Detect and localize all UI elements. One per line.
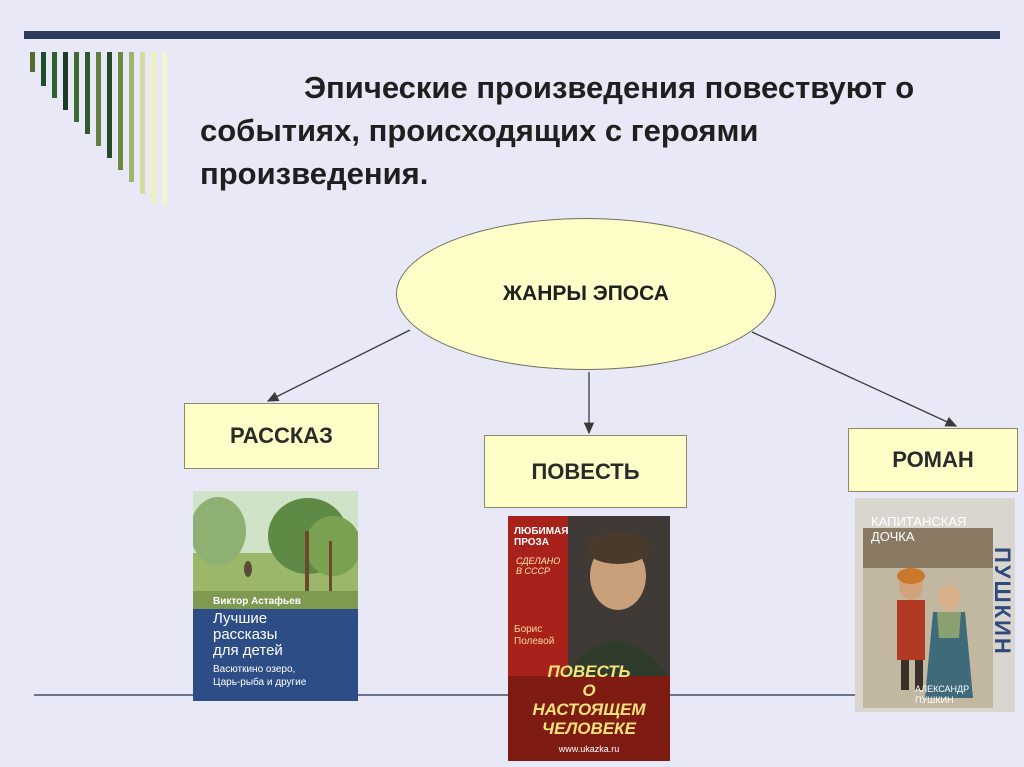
polevoy-series: ЛЮБИМАЯ ПРОЗА — [514, 526, 569, 548]
genre-box-novella: ПОВЕСТЬ — [484, 435, 687, 508]
astafiev-author: Виктор Астафьев — [213, 596, 301, 607]
center-label: ЖАНРЫ ЭПОСА — [503, 282, 669, 305]
genre-label-novella: ПОВЕСТЬ — [531, 458, 640, 484]
pushkin-author: АЛЕКСАНДР ПУШКИН — [915, 684, 970, 705]
genre-label-story: РАССКАЗ — [230, 423, 333, 448]
astafiev-subtitle: Васюткино озеро, Царь-рыба и другие — [213, 664, 307, 688]
landscape-illustration — [193, 491, 358, 609]
book-cover-pushkin: КАПИТАНСКАЯ ДОЧКА ПУШКИН АЛЕКСАНДР ПУШКИ… — [855, 498, 1015, 712]
slide-title: Эпические произведения повествуют о собы… — [200, 70, 915, 191]
arrow-to-novel — [751, 331, 958, 427]
pushkin-title: КАПИТАНСКАЯ ДОЧКА — [871, 514, 967, 544]
pushkin-illustration — [863, 528, 993, 708]
header-bar — [24, 31, 1000, 39]
polevoy-title: ПОВЕСТЬ О НАСТОЯЩЕМ ЧЕЛОВЕКЕ — [532, 662, 646, 738]
astafiev-title: Лучшие рассказы для детей — [213, 610, 283, 659]
genres-of-epic-ellipse: ЖАНРЫ ЭПОСА — [396, 218, 776, 370]
book-cover-polevoy: ЛЮБИМАЯ ПРОЗА СДЕЛАНО В СССР Борис Полев… — [508, 516, 670, 761]
genre-label-novel: РОМАН — [892, 447, 974, 472]
polevoy-author: Борис Полевой — [514, 624, 555, 647]
polevoy-website: www.ukazka.ru — [558, 744, 620, 754]
pilot-portrait — [508, 516, 670, 676]
book-cover-astafiev: Виктор Астафьев Лучшие рассказы для дете… — [193, 491, 358, 701]
genre-box-story: РАССКАЗ — [184, 403, 379, 469]
polevoy-made-in: СДЕЛАНО В СССР — [516, 556, 561, 576]
pushkin-side-author: ПУШКИН — [990, 547, 1015, 656]
genre-box-novel: РОМАН — [848, 428, 1018, 492]
arrow-to-story — [266, 329, 411, 402]
